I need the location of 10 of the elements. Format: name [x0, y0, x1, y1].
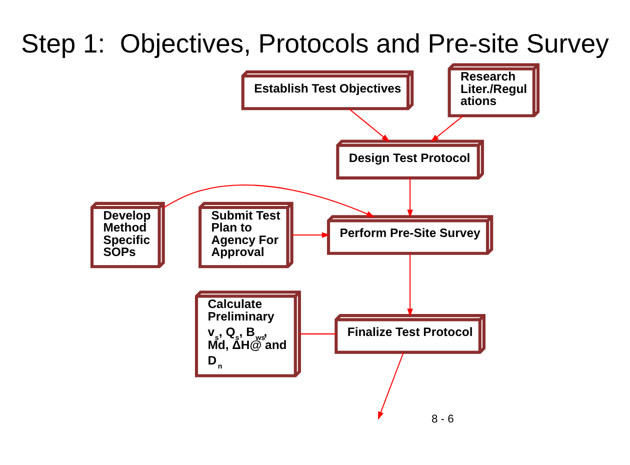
connector: [300, 333, 336, 334]
arrow: [163, 184, 375, 218]
arrow: [407, 178, 413, 218]
arrow: [378, 352, 404, 420]
arrow: [348, 108, 390, 142]
diagram-title: Step 1: Objectives, Protocols and Pre-site Survey: [21, 28, 609, 58]
arrow: [407, 254, 413, 317]
arrow: [292, 232, 330, 238]
arrow: [430, 116, 464, 142]
label: 8 - 6: [431, 413, 454, 426]
